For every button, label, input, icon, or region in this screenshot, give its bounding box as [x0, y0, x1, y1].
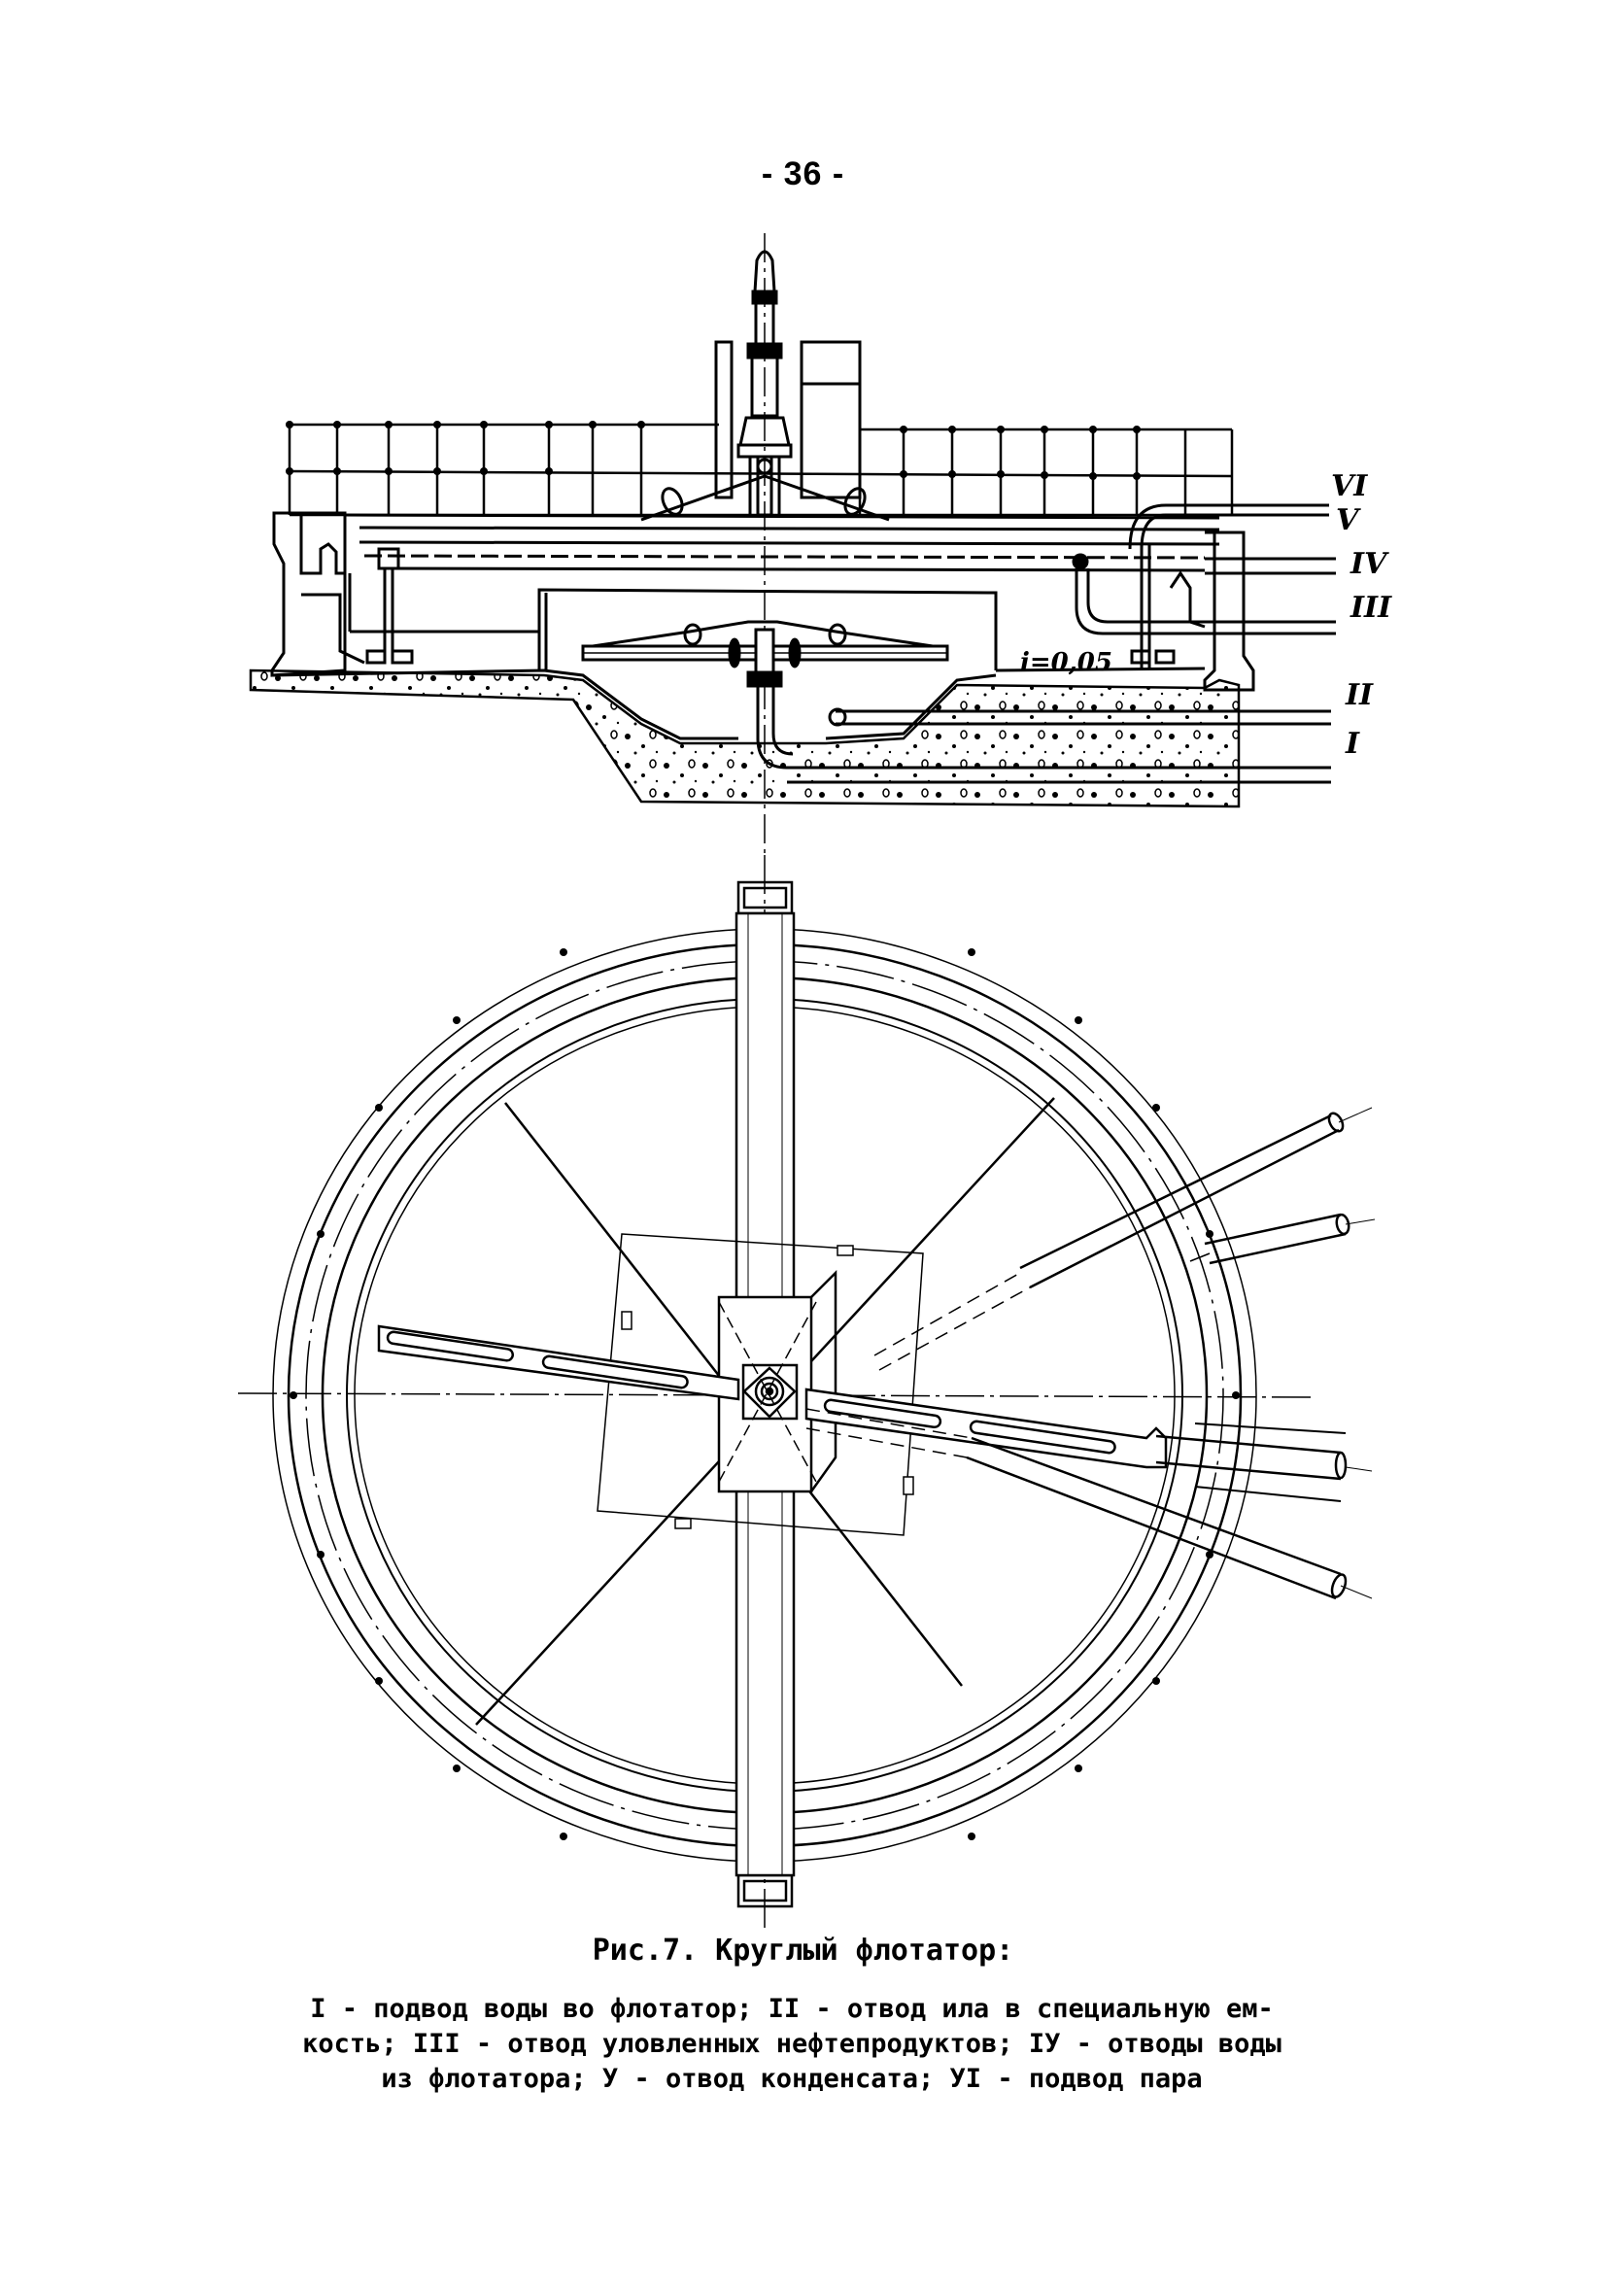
caption-line: I - подвод воды во флотатор; II - отвод … [310, 1994, 1274, 2024]
outlet-pipes [828, 503, 1336, 727]
figure-caption-title: Рис.7. Круглый флотатор: [592, 1934, 1014, 1968]
slope-label: i=0,05 [1020, 648, 1112, 677]
label-I: I [1345, 727, 1360, 761]
label-IV: IV [1350, 547, 1389, 581]
plan-view [237, 855, 1376, 1929]
caption-line: из флотатора; У - отвод конденсата; УI -… [381, 2064, 1203, 2094]
concrete-foundation [249, 668, 1241, 808]
caption-line: кость; III - отвод уловленных нефтепроду… [302, 2029, 1281, 2059]
ring-bolts [290, 948, 1240, 1840]
figure-caption-legend: I - подвод воды во флотатор; II - отвод … [185, 1992, 1399, 2097]
drive-column [640, 250, 890, 522]
flotator-drawing: VI V IV III II I i=0,05 [237, 233, 1392, 1929]
label-VI: VI [1331, 469, 1368, 503]
section-view [249, 233, 1336, 855]
page-number: - 36 - [761, 155, 845, 192]
pipe-labels: VI V IV III II I i=0,05 [1020, 469, 1392, 761]
label-II: II [1345, 678, 1374, 712]
skimmer-frame [597, 1233, 924, 1536]
label-III: III [1350, 591, 1392, 625]
label-V: V [1336, 503, 1361, 537]
plan-outlet-pipes [805, 1107, 1376, 1600]
skimmer-arms [377, 1324, 1168, 1469]
